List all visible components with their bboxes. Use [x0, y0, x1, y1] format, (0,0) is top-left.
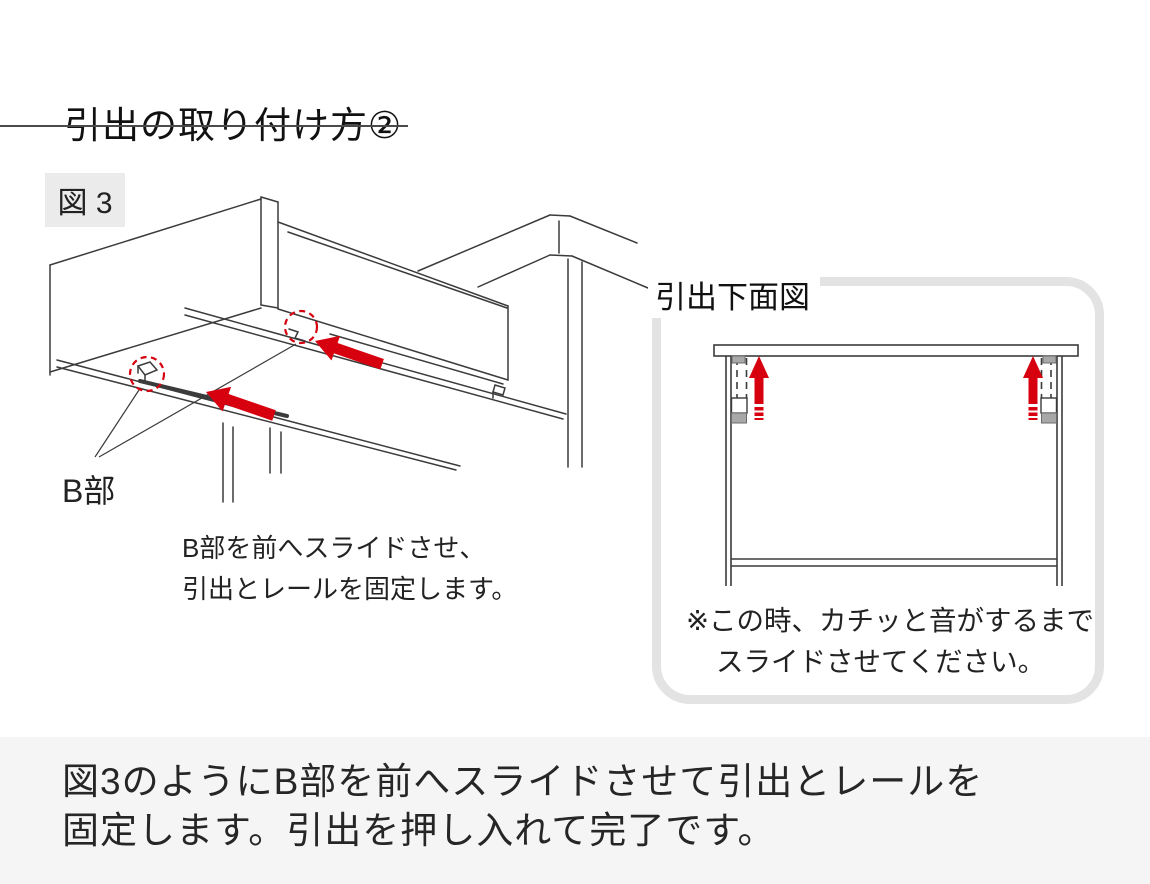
footer-line2: 固定します。引出を押し入れて完了です。 [62, 810, 776, 851]
slide-arrow-front-icon [206, 386, 276, 421]
bottom-view-note-line1: ※この時、カチッと音がするまで [686, 605, 1095, 636]
b-part-circle-front [128, 355, 166, 393]
footer: 図3のようにB部を前へスライドさせて引出とレールを 固定します。引出を押し入れて… [0, 737, 1150, 884]
figure3-caption-line2: 引出とレールを固定します。 [182, 574, 518, 604]
title-underline [0, 125, 408, 127]
slide-arrow-rear-icon [315, 335, 384, 370]
slide-direction-arrows [206, 335, 384, 421]
bottom-view-note-line2: スライドさせてください。 [716, 646, 1046, 677]
figure3-caption-line1: B部を前へスライドさせ、 [182, 533, 486, 563]
push-up-arrows [749, 356, 1043, 420]
figure3-label: 図 3 [45, 173, 125, 227]
bottom-view-line-art [713, 344, 1079, 586]
bottom-view-title-mask [648, 266, 820, 318]
up-arrow-right-icon [1023, 356, 1043, 404]
b-part-circle-rear [283, 309, 319, 345]
bottom-view-title: 引出下面図 [655, 280, 810, 315]
bottom-view-note: ※この時、カチッと音がするまで スライドさせてください。 [686, 600, 1094, 682]
b-part-circles [128, 309, 319, 393]
figure3-drawing [49, 196, 649, 503]
page-title: 引出の取り付け方② [64, 104, 403, 146]
b-part-label: B部 [62, 473, 116, 509]
figure3-caption: B部を前へスライドさせ、 引出とレールを固定します。 [182, 528, 517, 610]
bottom-view-drawing [713, 344, 1079, 586]
b-part-leader-lines [94, 343, 297, 458]
footer-text: 図3のようにB部を前へスライドさせて引出とレールを 固定します。引出を押し入れて… [62, 757, 983, 855]
up-arrow-left-icon [749, 356, 769, 404]
figure3-label-text: 図 3 [57, 187, 113, 220]
footer-line1: 図3のようにB部を前へスライドさせて引出とレールを [62, 761, 984, 802]
